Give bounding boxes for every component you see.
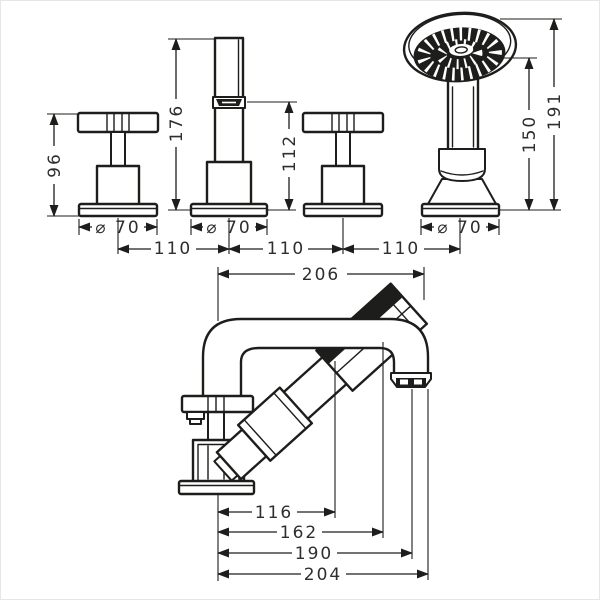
dim-spout-total-height: 176 [167, 38, 215, 211]
side-view: 206 116 162 190 204 [177, 265, 432, 585]
dim-190-label: 190 [295, 544, 333, 564]
escutcheon [189, 202, 269, 218]
dim-spout-outlet-height: 112 [247, 101, 300, 211]
dim-reach-stack: 116 162 190 204 [217, 342, 429, 585]
dim-112-label: 112 [280, 134, 300, 172]
dim-176-label: 176 [167, 104, 187, 142]
dia-70-label-1: ⌀ 70 [95, 218, 140, 238]
dim-110-label-3: 110 [382, 239, 420, 259]
dim-162-label: 162 [280, 523, 318, 543]
dim-110-label-2: 110 [267, 239, 305, 259]
dia-70-label-2: ⌀ 70 [206, 218, 251, 238]
shower-holder-cone [427, 178, 497, 205]
handle-hub-step [186, 411, 205, 420]
dia-70-label-3: ⌀ 70 [437, 218, 482, 238]
spray-face-center [449, 43, 474, 56]
shower-head [402, 11, 518, 83]
hand-shower-front [402, 11, 518, 218]
handle-bar [76, 111, 160, 134]
cross-handle-side [180, 394, 255, 425]
handle-stem [110, 131, 126, 168]
valve-body [320, 164, 366, 207]
spout-body [205, 160, 253, 207]
escutcheon [77, 202, 159, 218]
spout-front [189, 36, 269, 218]
escutcheon [420, 202, 501, 218]
dim-204-label: 204 [304, 565, 342, 585]
dim-116-label: 116 [255, 503, 293, 523]
dim-110-label-1: 110 [154, 239, 192, 259]
dim-overall-reach: 206 [217, 265, 425, 321]
cross-handle-right [301, 111, 385, 218]
dim-206-label: 206 [302, 265, 340, 285]
dim-191-label: 191 [545, 92, 565, 130]
dim-hole-spacing: 110 110 110 [117, 218, 461, 259]
valve-body [95, 164, 141, 207]
handle-bar [301, 111, 385, 134]
cross-handle-left [76, 111, 160, 218]
shower-holder-side [236, 386, 314, 462]
outlet-aerator [396, 378, 426, 386]
escutcheon-side [177, 479, 256, 496]
handle-bar-side [180, 394, 255, 414]
escutcheon [302, 202, 384, 218]
shower-holder-collar [438, 148, 486, 182]
dim-shower-holder-height: 150 [498, 57, 540, 211]
handle-stem [335, 131, 351, 168]
dim-handle-height: 96 [45, 113, 81, 217]
front-view: 96 176 112 [45, 11, 565, 259]
dim-shower-total-height: 191 [500, 18, 565, 211]
spout-outlet [390, 372, 432, 388]
dim-96-label: 96 [45, 152, 65, 178]
dim-150-label: 150 [520, 115, 540, 153]
